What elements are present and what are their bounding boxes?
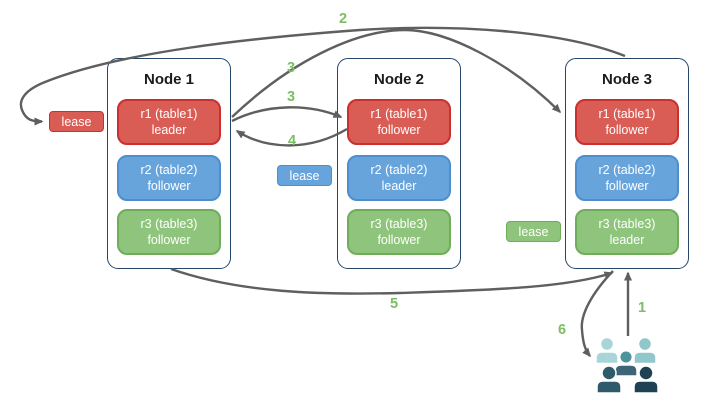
replica-name: r1 (table1) <box>140 106 198 121</box>
replica-role: follower <box>147 179 191 193</box>
arrow-label-4: 4 <box>287 133 297 149</box>
node-1-replica-r3: r3 (table3) follower <box>117 209 221 255</box>
node-3-replica-r2: r2 (table2) follower <box>575 155 679 201</box>
arrow-label-3a: 3 <box>286 60 296 76</box>
node-1-replica-r1: r1 (table1) leader <box>117 99 221 145</box>
node-1-replica-r2: r2 (table2) follower <box>117 155 221 201</box>
arrow-5-path <box>170 267 614 295</box>
node-2-replica-r1: r1 (table1) follower <box>347 99 451 145</box>
replica-name: r1 (table1) <box>370 106 428 121</box>
node-2-title: Node 2 <box>373 71 424 88</box>
replica-role: follower <box>605 123 649 137</box>
node-1: Node 1 r1 (table1) leader r2 (table2) fo… <box>107 58 231 269</box>
replica-role: follower <box>377 233 421 247</box>
replica-role: follower <box>147 233 191 247</box>
replica-name: r2 (table2) <box>140 162 198 177</box>
arrow-label-2: 2 <box>338 11 348 27</box>
replica-name: r1 (table1) <box>598 106 656 121</box>
replica-name: r3 (table3) <box>140 216 198 231</box>
replica-role: leader <box>381 179 417 193</box>
arrow-6-path <box>580 270 614 358</box>
lease-badge-table1: lease <box>49 111 104 132</box>
arrow-label-3b: 3 <box>286 89 296 105</box>
replica-role: leader <box>151 123 187 137</box>
person-front-right-icon <box>633 365 659 394</box>
arrow-label-5: 5 <box>389 296 399 312</box>
person-center-icon <box>614 349 638 377</box>
person-front-left-icon <box>596 365 622 394</box>
person-back-right-icon <box>633 336 657 365</box>
node-2-replica-r3: r3 (table3) follower <box>347 209 451 255</box>
users-icon <box>595 336 659 394</box>
node-2-replica-r2: r2 (table2) leader <box>347 155 451 201</box>
lease-badge-table3: lease <box>506 221 561 242</box>
replica-name: r2 (table2) <box>370 162 428 177</box>
arrow-label-1: 1 <box>637 300 647 316</box>
node-3-title: Node 3 <box>601 71 652 88</box>
replica-role: follower <box>605 179 649 193</box>
node-2: Node 2 r1 (table1) follower r2 (table2) … <box>337 58 461 269</box>
arrow-label-6: 6 <box>557 322 567 338</box>
replica-name: r2 (table2) <box>598 162 656 177</box>
arrow-3b-path <box>231 106 343 123</box>
node-3: Node 3 r1 (table1) follower r2 (table2) … <box>565 58 689 269</box>
node-3-replica-r1: r1 (table1) follower <box>575 99 679 145</box>
replica-role: follower <box>377 123 421 137</box>
replica-role: leader <box>609 233 645 247</box>
replica-name: r3 (table3) <box>598 216 656 231</box>
node-3-replica-r3: r3 (table3) leader <box>575 209 679 255</box>
node-1-title: Node 1 <box>143 71 194 88</box>
lease-badge-table2: lease <box>277 165 332 186</box>
replica-name: r3 (table3) <box>370 216 428 231</box>
person-back-left-icon <box>595 336 619 365</box>
